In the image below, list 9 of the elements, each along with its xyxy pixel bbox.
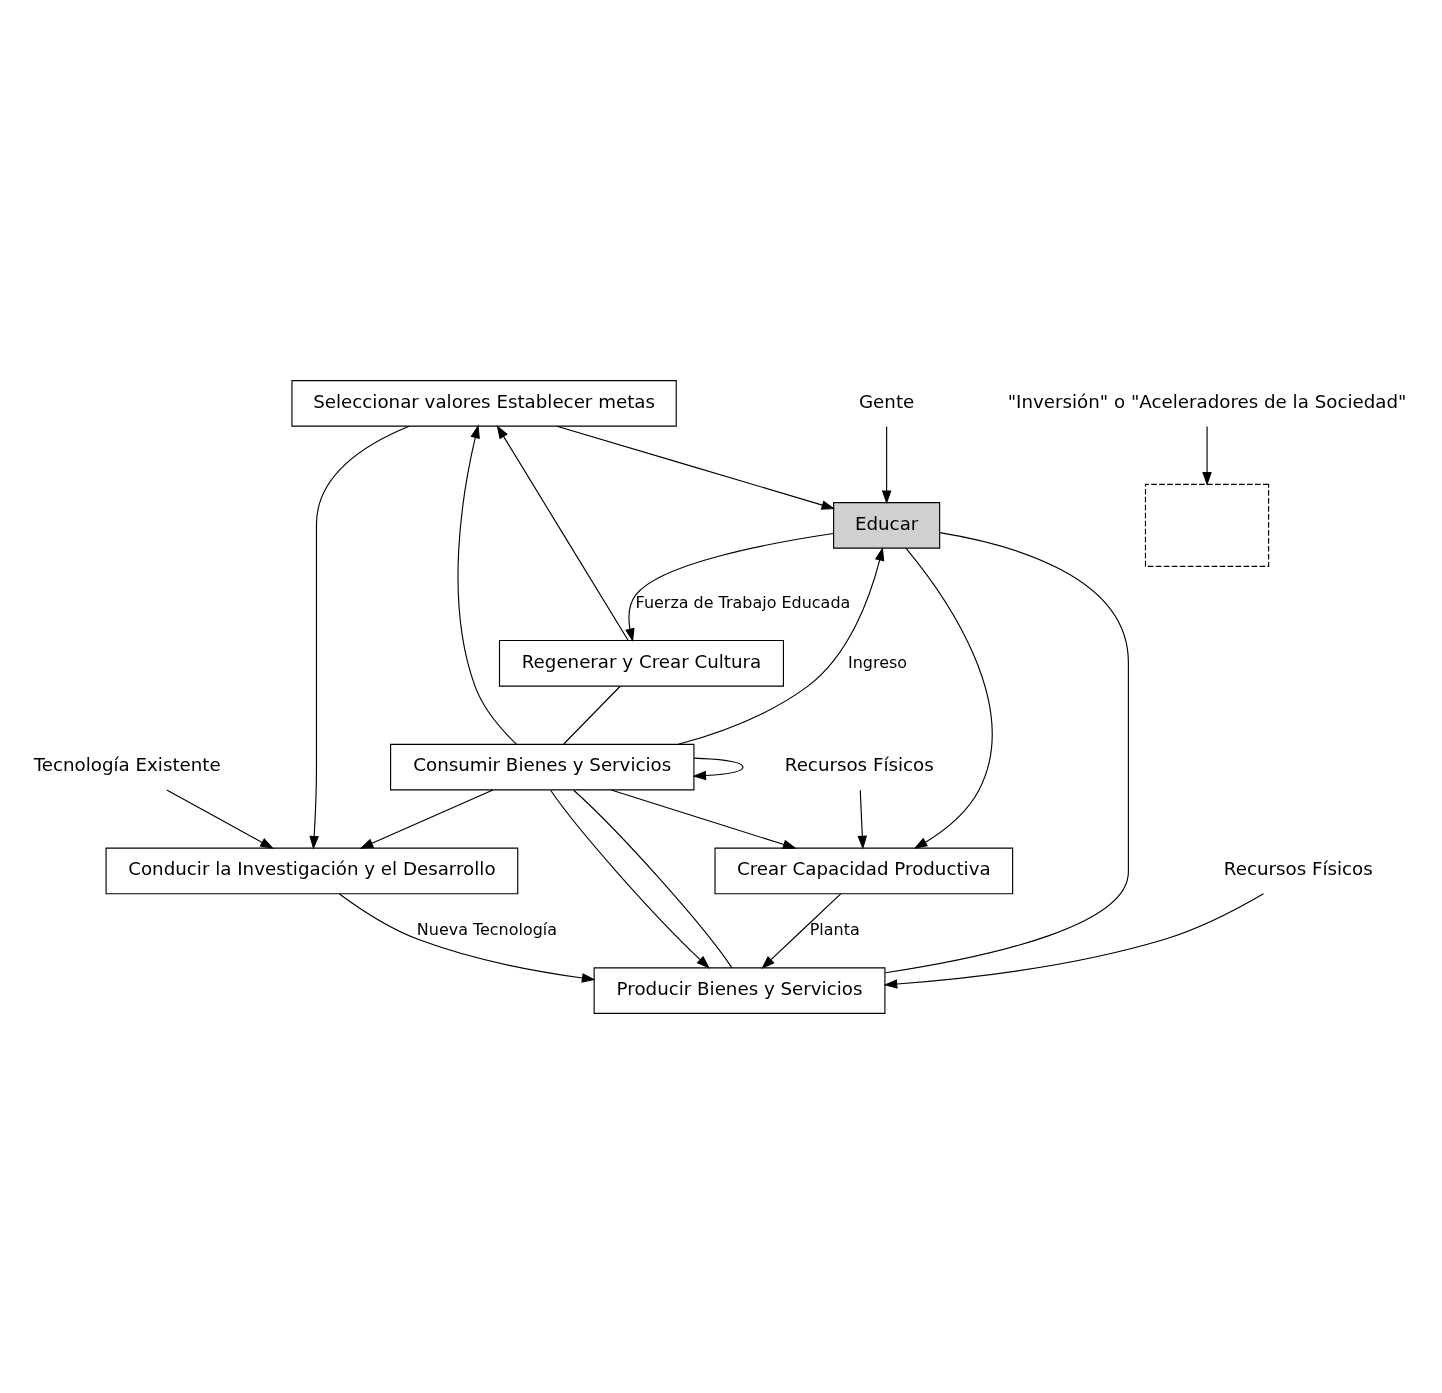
node-text: Tecnología Existente — [33, 753, 221, 775]
node-text: Recursos Físicos — [1223, 857, 1373, 879]
node-text: Gente — [858, 390, 915, 412]
edge-label: Planta — [809, 919, 860, 939]
edge-label: Fuerza de Trabajo Educada — [635, 592, 851, 612]
node-text: "Inversión" o "Aceleradores de la Sociedad" — [1007, 390, 1407, 412]
edge-label: Nueva Tecnología — [416, 919, 558, 939]
edge-label: Ingreso — [847, 652, 908, 672]
node-text: Recursos Físicos — [784, 753, 934, 775]
